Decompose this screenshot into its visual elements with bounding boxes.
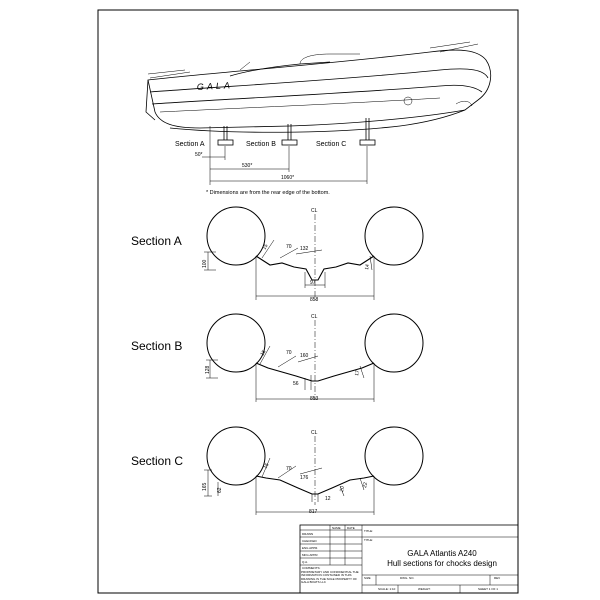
tb-sheet: SHEET 1 OF 1 [478,587,498,591]
stand-dim-1060: 1060* [281,175,294,181]
tb-row-eng-appr: ENG APPR. [302,546,318,550]
section-a-drawing [204,206,424,300]
stand-dimension-lines [202,126,368,185]
section-b-drawing [206,313,424,402]
section-a-dim-97: 97 [310,280,316,286]
stand-dim-50: 50* [195,152,203,158]
title-block [299,524,519,594]
boat-side-view [145,41,492,133]
section-c-dim-817: 817 [309,509,318,515]
stand-label-c: Section C [316,141,346,148]
section-b-title: Section B [131,339,182,353]
section-c-title: Section C [131,454,183,468]
chock-stands [217,118,376,146]
section-a-dim-858: 858 [310,297,319,303]
tb-title-label: TITLE: [364,529,373,533]
tb-title-line-2: Hull sections for chocks design [387,559,497,568]
tb-weight: WEIGHT: [418,587,431,591]
tb-row-checked: CHECKED [302,539,318,543]
section-a-dim-132: 132 [300,246,309,252]
section-b-dim-160: 160 [300,353,309,359]
sheet-border [97,9,519,594]
tb-row-qa: Q.A. [302,560,308,564]
section-b-dim-70: 70 [286,350,292,356]
section-b-dim-853: 853 [310,396,319,402]
section-c-dim-165: 165 [202,482,208,491]
tb-title-line-1: GALA Atlantis A240 [407,549,477,558]
section-b-cl: CL [311,314,318,320]
tb-rev-label: REV [494,576,500,580]
tb-proprietary: PROPRIETARY AND CONFIDENTIAL THE INFORMA… [301,571,359,585]
section-c-dim-15: 15 [263,462,271,470]
stand-dim-530: 530* [242,163,252,169]
section-c-dim-62: 62 [217,487,223,493]
tb-row-mfg-appr: MFG APPR. [302,553,319,557]
section-c-dim-20: 20 [339,486,346,493]
tb-scale: SCALE: 1:10 [378,587,396,591]
section-a-dim-14: 14 [364,264,371,271]
section-a-title: Section A [131,234,182,248]
section-a-cl: CL [311,208,318,214]
section-c-dim-12: 12 [325,496,331,502]
tb-comments-label: COMMENTS: [302,566,320,570]
section-c-dim-70: 70 [286,466,292,472]
tb-title-label-2: TITLE: [364,538,373,542]
section-b-dim-17: 17 [354,370,361,377]
tb-dwg-label: DWG. NO. [400,576,414,580]
dimension-note: * Dimensions are from the rear edge of t… [206,190,330,196]
tb-header-date: DATE [347,526,355,530]
section-c-dim-22: 22 [362,482,369,489]
section-a-dim-15: 15 [262,243,270,251]
tb-size-label: SIZE [364,576,371,580]
section-c-drawing [204,426,424,515]
stand-label-b: Section B [246,141,276,148]
section-b-dim-15: 15 [260,349,268,357]
tb-row-drawn: DRAWN [302,532,313,536]
section-a-dim-70: 70 [286,244,292,250]
section-b-dim-128: 128 [205,365,211,374]
brand-logo: GALA [197,80,233,92]
stand-label-a: Section A [175,141,205,148]
section-b-dim-56: 56 [293,381,299,387]
section-c-dim-176: 176 [300,475,309,481]
section-c-cl: CL [311,430,318,436]
tb-header-name: NAME [332,526,341,530]
section-a-dim-100: 100 [202,259,208,268]
